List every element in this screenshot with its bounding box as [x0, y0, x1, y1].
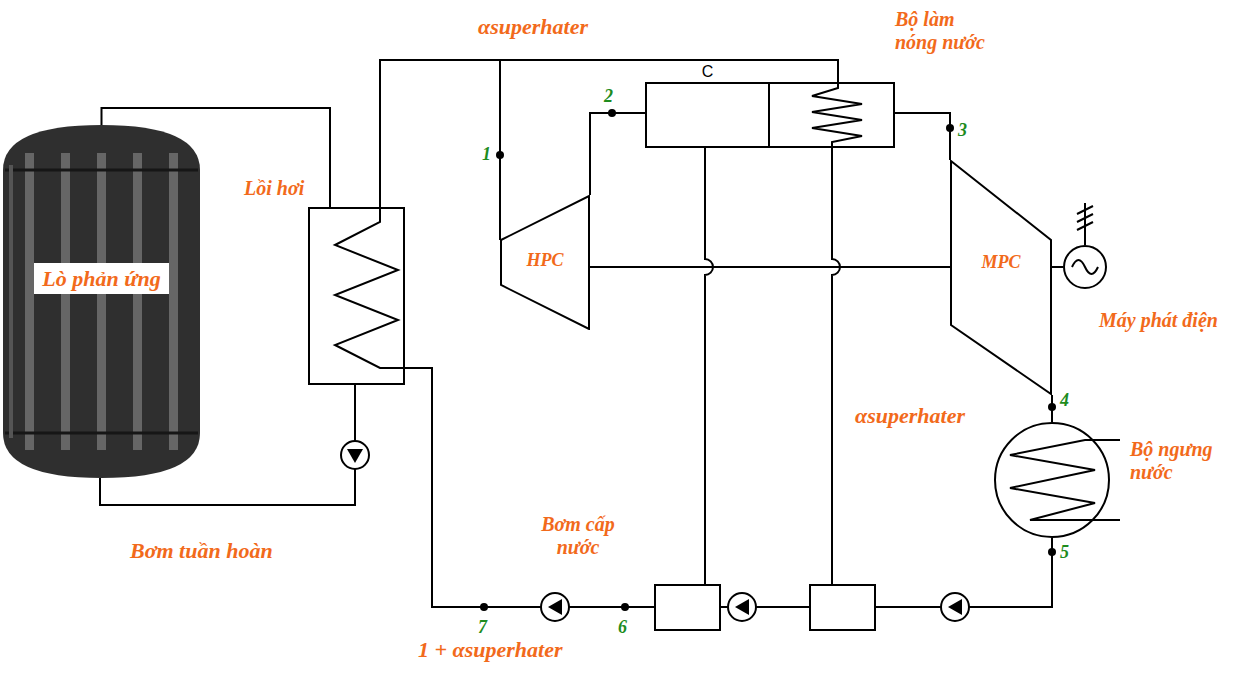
feedwater-pipe: [720, 606, 728, 608]
reheat-pipe: [895, 113, 950, 160]
node-label: C: [647, 63, 768, 81]
turbine-outline: [501, 196, 589, 329]
condenser-coil: [1010, 440, 1120, 520]
callout-number: 4: [1060, 390, 1069, 411]
state-point-dot: [621, 603, 629, 611]
callout-number: 1: [482, 144, 491, 165]
grid-symbol: [1077, 203, 1093, 245]
pump-outlet-pipe: [354, 385, 356, 441]
reheater-coil: [812, 82, 862, 148]
fuel-stripe: [169, 153, 178, 450]
pump-symbol: [941, 593, 969, 621]
fuel-stripe: [25, 153, 34, 450]
pump-symbol: [735, 599, 749, 615]
condenser: Bộ ngưng nước: [994, 422, 1110, 538]
node-outline: [950, 160, 1052, 395]
node-label: MPC: [950, 252, 1052, 273]
callout-number: 5: [1060, 542, 1069, 563]
generator-shaft: [1052, 266, 1063, 268]
flow-fraction-label: αsuperhater: [478, 14, 588, 39]
pump-label: Bơm tuần hoàn: [130, 538, 273, 563]
feedwater-pipe: [569, 606, 655, 608]
callout-number: 2: [604, 86, 613, 107]
state-point-dot: [480, 603, 488, 611]
exhaust-pipe: [590, 113, 645, 195]
feedwater-pipe: [405, 368, 541, 607]
feedwater-heater: [655, 585, 720, 630]
pump-symbol: [728, 593, 756, 621]
sine-wave: [1072, 260, 1098, 274]
pump-symbol: [347, 449, 363, 463]
condensate-pipe: [969, 538, 1052, 607]
separator-box: C: [645, 82, 770, 148]
node-outline: [3, 125, 200, 478]
node-label: HPC: [500, 250, 590, 271]
node-label: Máy phát điện: [1099, 309, 1218, 332]
callout-number: 3: [958, 120, 967, 141]
medium-pressure-turbine: MPC: [950, 160, 1052, 395]
turbine-shaft: [590, 266, 950, 268]
node-label: Lồi hơi: [244, 177, 304, 200]
fuel-stripe: [133, 153, 142, 450]
node-label: Bộ ngưng nước: [1130, 438, 1230, 484]
flow-fraction-label: 1 + αsuperhater: [418, 637, 563, 662]
feedwater-heater: [810, 585, 875, 630]
piping: [100, 82, 1120, 630]
pump-symbol: [548, 599, 562, 615]
generator-outline: [1064, 246, 1106, 288]
extraction-pipe: [705, 148, 713, 585]
pump-symbol: [341, 441, 369, 469]
reactor-label-patch: Lò phản ứng: [34, 263, 168, 294]
callout-number: 7: [478, 617, 487, 638]
vessel-seam: [5, 170, 198, 433]
node-label: Bộ làm nóng nước: [895, 8, 995, 54]
state-points: [480, 109, 1056, 611]
steam-generator: Lồi hơi: [308, 207, 405, 385]
exhaust-pipe: [1051, 395, 1053, 422]
state-point-dot: [1048, 548, 1056, 556]
extraction-pipe: [832, 148, 840, 585]
node-label: Lò phản ứng: [3, 263, 200, 294]
steam-pipe: [380, 60, 500, 240]
high-pressure-turbine: HPC: [500, 195, 590, 330]
node-outline: [1063, 245, 1107, 289]
generator-symbol: Máy phát điện: [1063, 245, 1107, 289]
callout-number: 6: [618, 617, 627, 638]
flow-fraction-label: αsuperhater: [855, 403, 965, 428]
turbine-outline: [951, 161, 1051, 394]
reheater-box: Bộ làm nóng nước: [768, 82, 895, 148]
fuel-stripe: [97, 153, 106, 450]
vessel-highlight: [9, 165, 13, 438]
pump-symbol: [541, 593, 569, 621]
feedwater-pipe: [756, 606, 810, 608]
reactor-vessel: Lò phản ứng: [3, 125, 200, 478]
pump-label: Bơm cấp nước: [536, 513, 620, 559]
feedwater-pipe: [875, 606, 941, 608]
fuel-stripe: [61, 153, 70, 450]
pump-symbol: [948, 599, 962, 615]
steam-generator-coil: [335, 207, 405, 368]
pumps: [341, 441, 969, 621]
vessel-body: [3, 125, 200, 478]
